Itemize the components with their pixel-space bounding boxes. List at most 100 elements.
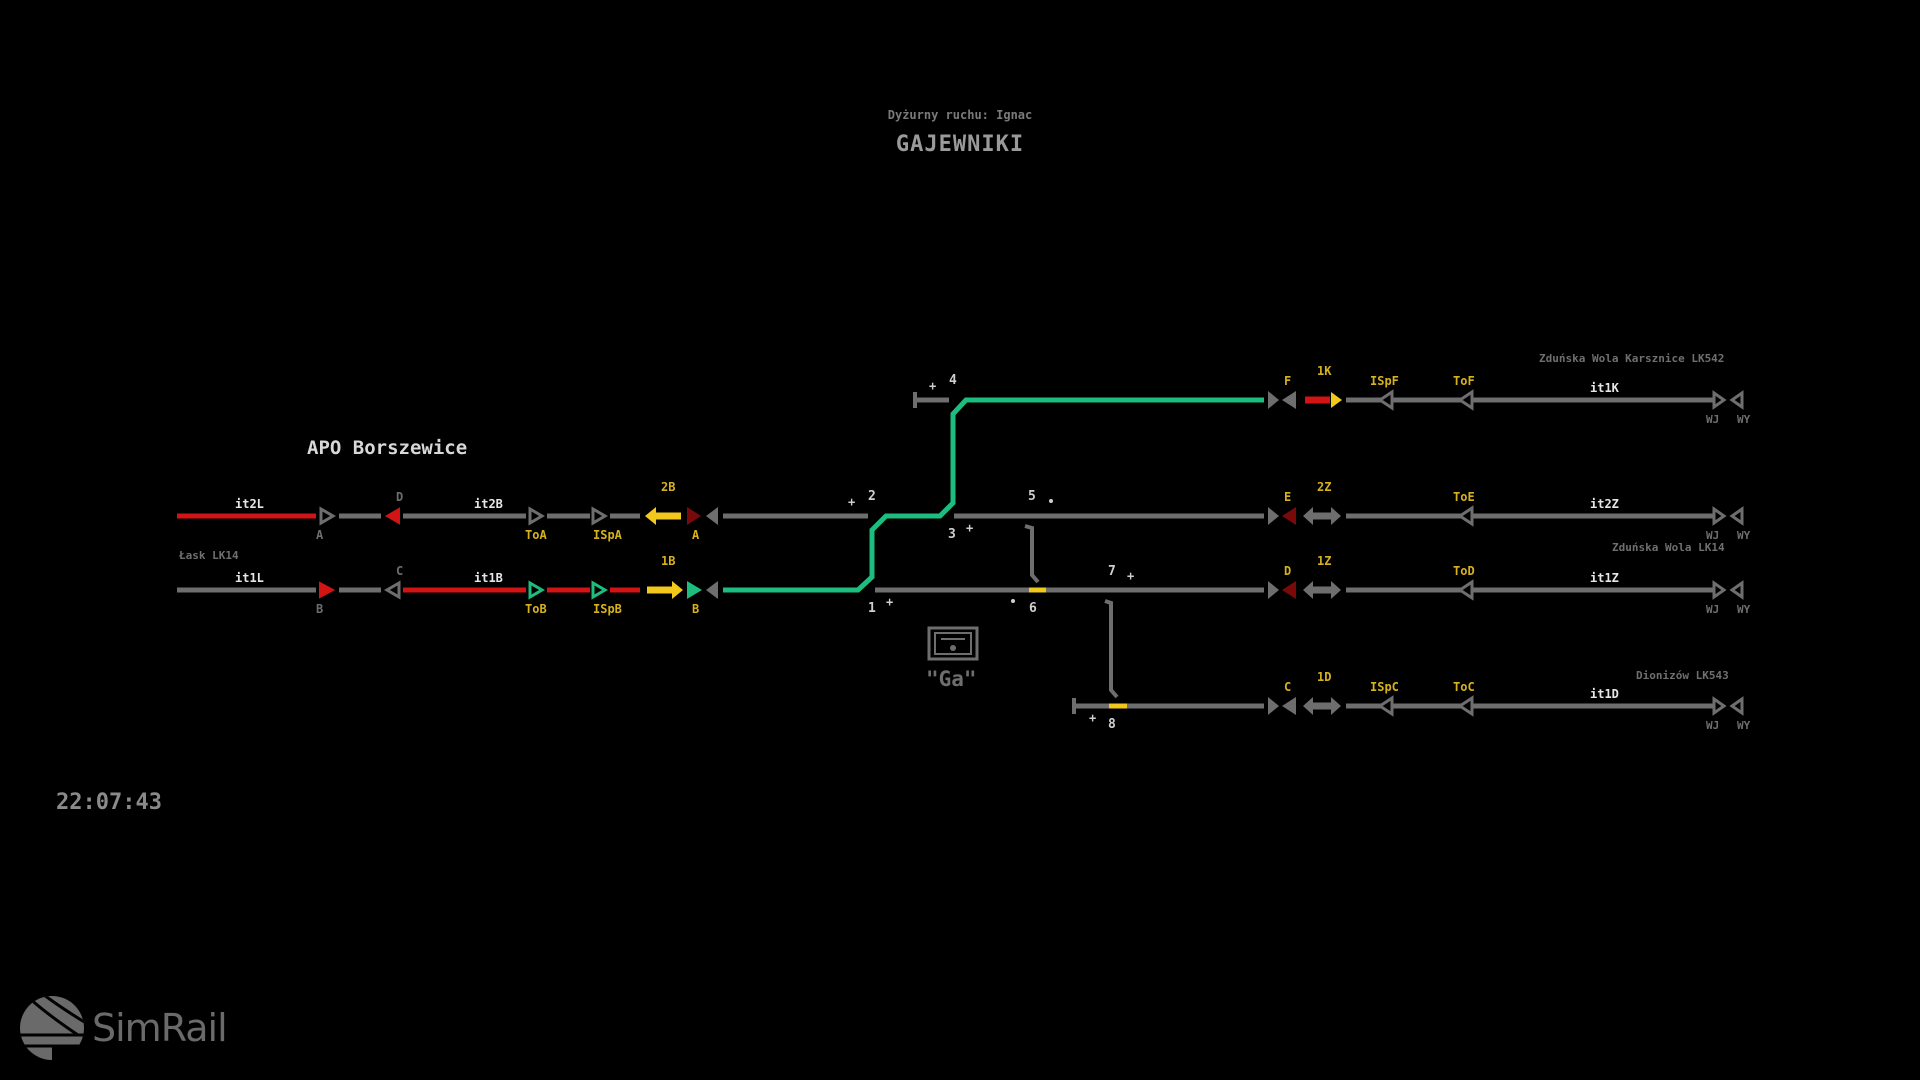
entry-signal-A-back[interactable] xyxy=(706,507,718,525)
crossover-5-6[interactable] xyxy=(1024,524,1040,584)
direction-dionizow: Dionizów LK543 xyxy=(1636,669,1729,682)
track-label-it2L: it2L xyxy=(235,497,264,511)
signal-F-back[interactable] xyxy=(1268,391,1279,409)
label-1K: 1K xyxy=(1317,364,1332,378)
entry-signal-B-back[interactable] xyxy=(706,581,718,599)
arrow-WY[interactable] xyxy=(1729,580,1744,600)
track-label-it1L: it1L xyxy=(235,571,264,585)
simrail-logo: SimRail xyxy=(18,995,228,1061)
double-arrow-1D[interactable] xyxy=(1303,697,1341,715)
brand-name: SimRail xyxy=(92,1006,228,1050)
arrow-WY[interactable] xyxy=(1729,390,1744,410)
label-WY: WY xyxy=(1737,413,1751,426)
arrow-WJ[interactable] xyxy=(1712,580,1727,600)
signal-D-back[interactable] xyxy=(1268,581,1279,599)
building-icon[interactable] xyxy=(927,626,979,661)
signal-C[interactable] xyxy=(1282,697,1296,715)
plus-marker: + xyxy=(886,595,893,609)
switch-label-3[interactable]: 3 xyxy=(948,527,956,542)
label-ISpC: ISpC xyxy=(1370,680,1399,694)
plus-marker: + xyxy=(1089,711,1096,725)
entry-signal-A[interactable] xyxy=(687,507,701,525)
dispatcher-label: Dyżurny ruchu: Ignac xyxy=(887,108,1033,122)
direction-zdunska-karsznice: Zduńska Wola Karsznice LK542 xyxy=(1539,352,1725,365)
label-WJ: WJ xyxy=(1706,719,1719,732)
block-arrow-ISpF[interactable] xyxy=(1377,389,1394,411)
dot-marker xyxy=(1049,499,1053,503)
label-ISpA: ISpA xyxy=(593,528,623,542)
switch-markers: + + + + + + xyxy=(848,379,1134,725)
block-arrow-ToA[interactable] xyxy=(528,506,545,526)
block-arrow-ISpA[interactable] xyxy=(591,506,608,526)
plus-marker: + xyxy=(929,379,936,393)
signal-E[interactable] xyxy=(1282,507,1296,525)
label-WY: WY xyxy=(1737,603,1751,616)
switch-label-1[interactable]: 1 xyxy=(868,601,876,616)
switch-label-8[interactable]: 8 xyxy=(1108,717,1116,732)
block-arrow-ToF[interactable] xyxy=(1457,389,1474,411)
label-ToB: ToB xyxy=(525,602,547,616)
signal-arrow-C[interactable] xyxy=(384,580,401,600)
label-WJ: WJ xyxy=(1706,413,1719,426)
building-label: "Ga" xyxy=(926,667,977,691)
track-label-it2Z: it2Z xyxy=(1590,497,1619,511)
station-title: GAJEWNIKI xyxy=(895,132,1025,157)
label-A: A xyxy=(316,528,324,542)
switch-label-2[interactable]: 2 xyxy=(868,489,876,504)
switch-label-5[interactable]: 5 xyxy=(1028,489,1036,504)
arrow-WJ[interactable] xyxy=(1712,506,1727,526)
arrow-WJ[interactable] xyxy=(1712,696,1727,716)
crossover-7-8[interactable] xyxy=(1104,599,1119,699)
block-arrow-ToE[interactable] xyxy=(1457,505,1474,527)
yellow-arrow-2B-head xyxy=(645,507,656,525)
block-1K-arrow[interactable] xyxy=(1331,392,1342,408)
signal-F[interactable] xyxy=(1282,391,1296,409)
track-label-it1K: it1K xyxy=(1590,381,1620,395)
label-ISpB: ISpB xyxy=(593,602,622,616)
signal-arrow-D[interactable] xyxy=(385,507,400,525)
exit-signals xyxy=(1268,391,1296,715)
label-B: B xyxy=(316,602,323,616)
signal-arrow-A[interactable] xyxy=(319,506,336,526)
label-C: C xyxy=(396,564,403,578)
label-WJ: WJ xyxy=(1706,603,1719,616)
label-WY: WY xyxy=(1737,719,1751,732)
block-arrow-ISpC[interactable] xyxy=(1377,695,1394,717)
label-ToA: ToA xyxy=(525,528,547,542)
direction-lask: Łask LK14 xyxy=(179,549,239,562)
plus-marker: + xyxy=(848,495,855,509)
building-icon-dot xyxy=(950,645,956,651)
label-D-right: D xyxy=(1284,564,1291,578)
signal-C-back[interactable] xyxy=(1268,697,1279,715)
block-arrow-ToB[interactable] xyxy=(528,580,545,600)
arrow-WY[interactable] xyxy=(1729,506,1744,526)
switch-label-7[interactable]: 7 xyxy=(1108,564,1116,579)
label-C-right: C xyxy=(1284,680,1291,694)
route-path[interactable] xyxy=(723,397,1264,593)
switch-label-4[interactable]: 4 xyxy=(949,373,957,388)
yellow-arrow-1B-head xyxy=(672,581,683,599)
block-arrow-ISpB[interactable] xyxy=(591,580,608,600)
label-ToF: ToF xyxy=(1453,374,1475,388)
signal-arrow-B[interactable] xyxy=(319,581,336,599)
entry-signal-B[interactable] xyxy=(687,581,702,599)
arrow-WY[interactable] xyxy=(1729,696,1744,716)
arrow-WJ[interactable] xyxy=(1712,390,1727,410)
block-arrow-ToC[interactable] xyxy=(1457,695,1474,717)
plus-marker: + xyxy=(1127,569,1134,583)
track-label-it1D: it1D xyxy=(1590,687,1619,701)
block-arrow-ToD[interactable] xyxy=(1457,579,1474,601)
switch-label-6[interactable]: 6 xyxy=(1029,601,1037,616)
label-1B: 1B xyxy=(661,554,675,568)
left-station-name: APO Borszewice xyxy=(307,437,468,459)
double-arrow-1Z[interactable] xyxy=(1303,581,1341,599)
label-WJ: WJ xyxy=(1706,529,1719,542)
building-icon-inner xyxy=(934,632,972,655)
signal-E-back[interactable] xyxy=(1268,507,1279,525)
signal-D[interactable] xyxy=(1282,581,1296,599)
clock: 22:07:43 xyxy=(56,790,162,815)
label-ISpF: ISpF xyxy=(1370,374,1399,388)
label-F: F xyxy=(1284,374,1291,388)
double-arrow-2Z[interactable] xyxy=(1303,507,1341,525)
